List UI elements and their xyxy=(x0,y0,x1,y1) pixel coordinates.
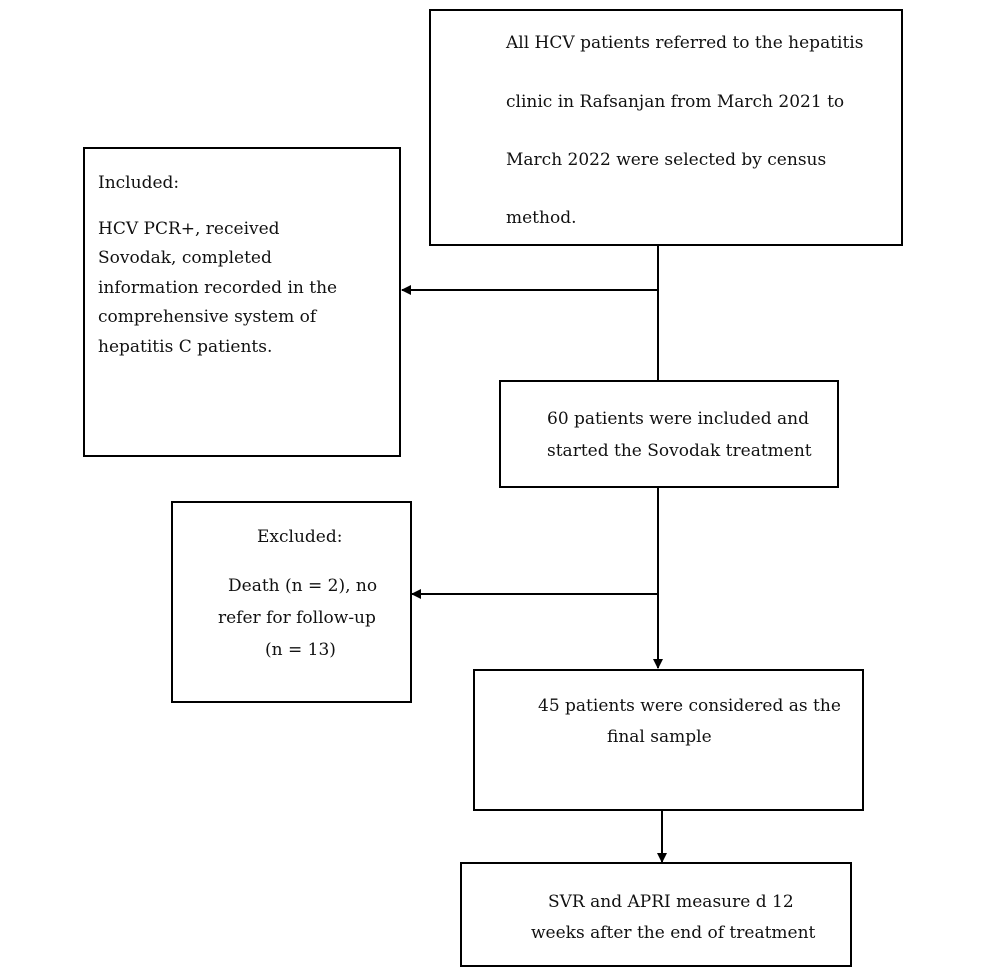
final-sample-line-2: final sample xyxy=(607,727,712,747)
source-line-2: clinic in Rafsanjan from March 2021 to xyxy=(506,92,845,112)
source-line-1: All HCV patients referred to the hepatit… xyxy=(506,33,864,53)
outcome-line-1: SVR and APRI measure d 12 xyxy=(548,892,794,912)
inclusion-line-3: information recorded in the xyxy=(98,278,338,298)
inclusion-heading: Included: xyxy=(98,173,180,193)
exclusion-line-1: Death (n = 2), no xyxy=(228,576,378,596)
inclusion-criteria-box: Included: HCV PCR+, received Sovodak, co… xyxy=(83,147,401,457)
exclusion-line-3: (n = 13) xyxy=(265,640,336,660)
inclusion-line-5: hepatitis C patients. xyxy=(98,337,273,357)
exclusion-line-2: refer for follow-up xyxy=(218,608,376,628)
exclusion-heading: Excluded: xyxy=(257,527,343,547)
inclusion-line-1: HCV PCR+, received xyxy=(98,219,280,239)
inclusion-line-4: comprehensive system of xyxy=(98,307,317,327)
final-sample-box: 45 patients were considered as the final… xyxy=(473,669,864,811)
inclusion-line-2: Sovodak, completed xyxy=(98,248,272,268)
started-line-2: started the Sovodak treatment xyxy=(547,441,812,461)
exclusion-box: Excluded: Death (n = 2), no refer for fo… xyxy=(171,501,412,703)
final-sample-line-1: 45 patients were considered as the xyxy=(538,696,841,716)
source-population-box: All HCV patients referred to the hepatit… xyxy=(429,9,903,246)
source-line-3: March 2022 were selected by census xyxy=(506,150,827,170)
started-line-1: 60 patients were included and xyxy=(547,409,809,429)
started-treatment-box: 60 patients were included and started th… xyxy=(499,380,839,488)
source-line-4: method. xyxy=(506,208,577,228)
outcome-measure-box: SVR and APRI measure d 12 weeks after th… xyxy=(460,862,852,967)
outcome-line-2: weeks after the end of treatment xyxy=(531,923,816,943)
